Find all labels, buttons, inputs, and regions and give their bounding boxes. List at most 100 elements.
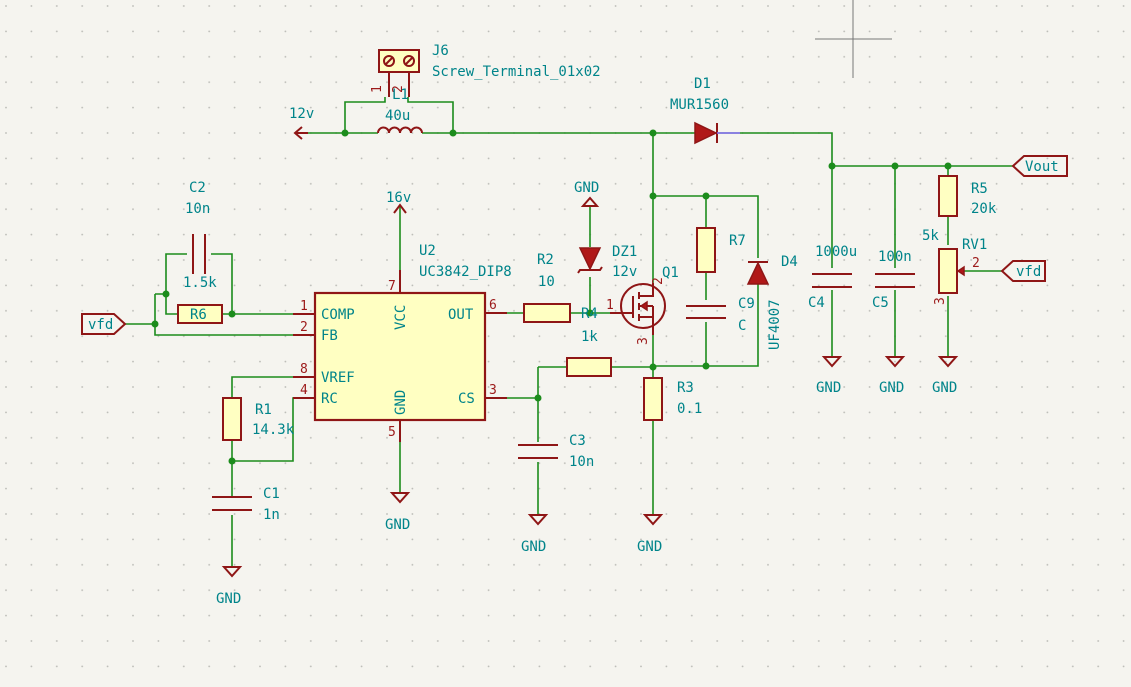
r2-value: 10 bbox=[538, 274, 555, 290]
j6-value: Screw_Terminal_01x02 bbox=[432, 64, 601, 80]
vfd-left-text: vfd bbox=[88, 317, 113, 333]
r4-ref: R4 bbox=[581, 306, 598, 322]
r5-resistor[interactable]: R5 20k bbox=[938, 175, 997, 217]
r2-ref: R2 bbox=[537, 252, 554, 268]
rv1-pin3: 3 bbox=[933, 297, 948, 305]
c3-ref: C3 bbox=[569, 433, 586, 449]
u2-uc3842[interactable]: 1 2 8 4 7 5 6 3 COMP FB VREF RC OUT CS V… bbox=[293, 243, 512, 442]
l1-inductor[interactable]: L1 40u bbox=[377, 87, 423, 134]
c4-value: 1000u bbox=[815, 244, 857, 260]
cs-filter-resistor[interactable] bbox=[566, 357, 612, 377]
u2-pin-cs: CS bbox=[458, 391, 475, 407]
c4-ref: C4 bbox=[808, 295, 825, 311]
r1-resistor[interactable]: R1 14.3k bbox=[222, 397, 295, 441]
dz1-ref: DZ1 bbox=[612, 244, 637, 260]
vfd-right-text: vfd bbox=[1016, 264, 1041, 280]
c9-ref: C9 bbox=[738, 296, 755, 312]
net-16v-label: 16v bbox=[386, 190, 411, 206]
q1-mosfet[interactable]: 1 2 3 Q1 bbox=[606, 265, 679, 345]
u2-value: UC3842_DIP8 bbox=[419, 264, 512, 280]
gnd-symbol-dz1[interactable]: GND bbox=[574, 180, 599, 207]
u2-pin6-num: 6 bbox=[489, 298, 497, 313]
c5-value: 100n bbox=[878, 249, 912, 265]
q1-pin3: 3 bbox=[636, 337, 651, 345]
r4-resistor[interactable]: R4 1k bbox=[581, 306, 598, 345]
u2-ref: U2 bbox=[419, 243, 436, 259]
c3-capacitor[interactable]: C3 10n bbox=[518, 433, 594, 470]
rv1-value: 5k bbox=[922, 228, 939, 244]
c2-capacitor[interactable]: C2 10n bbox=[185, 180, 210, 274]
c9-capacitor[interactable]: C9 C bbox=[686, 296, 755, 334]
u2-pin-gnd: GND bbox=[393, 390, 409, 415]
r6-resistor[interactable]: R6 1.5k bbox=[177, 275, 223, 324]
r6-value: 1.5k bbox=[183, 275, 217, 291]
r7-resistor[interactable]: R7 bbox=[696, 227, 746, 273]
r3-value: 0.1 bbox=[677, 401, 702, 417]
d4-ref: D4 bbox=[781, 254, 798, 270]
gnd-label: GND bbox=[816, 380, 841, 396]
r1-ref: R1 bbox=[255, 402, 272, 418]
q1-pin1: 1 bbox=[606, 298, 614, 313]
gnd-symbol-u2[interactable]: GND bbox=[385, 492, 410, 533]
c5-capacitor[interactable]: 100n C5 bbox=[872, 249, 915, 311]
j6-screw-terminal[interactable]: 1 2 J6 Screw_Terminal_01x02 bbox=[370, 43, 601, 97]
power-16v[interactable]: 16v bbox=[386, 190, 411, 214]
gnd-symbol-r3[interactable]: GND bbox=[637, 514, 664, 555]
net-label-vfd-left[interactable]: vfd bbox=[81, 313, 127, 335]
gnd-label: GND bbox=[637, 539, 662, 555]
d1-diode[interactable]: D1 MUR1560 bbox=[670, 76, 740, 145]
c2-ref: C2 bbox=[189, 180, 206, 196]
gnd-symbol-c1[interactable]: GND bbox=[216, 566, 243, 607]
gnd-symbol-rv1[interactable]: GND bbox=[932, 356, 959, 396]
c1-value: 1n bbox=[263, 507, 280, 523]
r4-value: 1k bbox=[581, 329, 598, 345]
r1-value: 14.3k bbox=[252, 422, 295, 438]
c9-value: C bbox=[738, 318, 746, 334]
u2-pin-fb: FB bbox=[321, 328, 338, 344]
c2-value: 10n bbox=[185, 201, 210, 217]
r6-ref: R6 bbox=[190, 307, 207, 323]
rv1-potentiometer[interactable]: RV1 5k 2 3 bbox=[922, 228, 987, 305]
power-12v[interactable]: 12v bbox=[289, 106, 314, 140]
gnd-label: GND bbox=[574, 180, 599, 196]
net-12v-label: 12v bbox=[289, 106, 314, 122]
gnd-symbol-c5[interactable]: GND bbox=[879, 356, 906, 396]
u2-pin8-num: 8 bbox=[300, 362, 308, 377]
r3-resistor[interactable]: R3 0.1 bbox=[643, 377, 702, 421]
dz1-zener[interactable]: DZ1 12v bbox=[577, 244, 637, 280]
dz1-value: 12v bbox=[612, 264, 637, 280]
d4-diode[interactable]: D4 UF4007 bbox=[746, 254, 798, 350]
c4-capacitor[interactable]: 1000u C4 bbox=[808, 244, 857, 311]
rv1-pin2: 2 bbox=[972, 256, 980, 271]
r5-value: 20k bbox=[971, 201, 997, 217]
r2-resistor[interactable]: R2 10 bbox=[523, 252, 571, 323]
gnd-label: GND bbox=[521, 539, 546, 555]
gnd-label: GND bbox=[879, 380, 904, 396]
gnd-label: GND bbox=[932, 380, 957, 396]
c1-ref: C1 bbox=[263, 486, 280, 502]
j6-ref: J6 bbox=[432, 43, 449, 59]
gnd-label: GND bbox=[385, 517, 410, 533]
gnd-label: GND bbox=[216, 591, 241, 607]
r3-ref: R3 bbox=[677, 380, 694, 396]
net-label-vout[interactable]: Vout bbox=[1011, 155, 1068, 177]
u2-pin4-num: 4 bbox=[300, 383, 308, 398]
u2-pin3-num: 3 bbox=[489, 383, 497, 398]
vout-text: Vout bbox=[1025, 159, 1059, 175]
j6-pin1: 1 bbox=[370, 85, 385, 93]
u2-pin-out: OUT bbox=[448, 307, 474, 323]
u2-pin-rc: RC bbox=[321, 391, 338, 407]
u2-pin1-num: 1 bbox=[300, 299, 308, 314]
l1-value: 40u bbox=[385, 108, 410, 124]
gnd-symbol-c3[interactable]: GND bbox=[521, 514, 549, 555]
rv1-ref: RV1 bbox=[962, 237, 987, 253]
q1-pin2: 2 bbox=[651, 277, 666, 285]
net-label-vfd-right[interactable]: vfd bbox=[1000, 260, 1046, 282]
gnd-symbol-c4[interactable]: GND bbox=[816, 356, 843, 396]
c1-capacitor[interactable]: C1 1n bbox=[212, 486, 280, 523]
c3-value: 10n bbox=[569, 454, 594, 470]
u2-pin5-num: 5 bbox=[388, 425, 396, 440]
r7-ref: R7 bbox=[729, 233, 746, 249]
